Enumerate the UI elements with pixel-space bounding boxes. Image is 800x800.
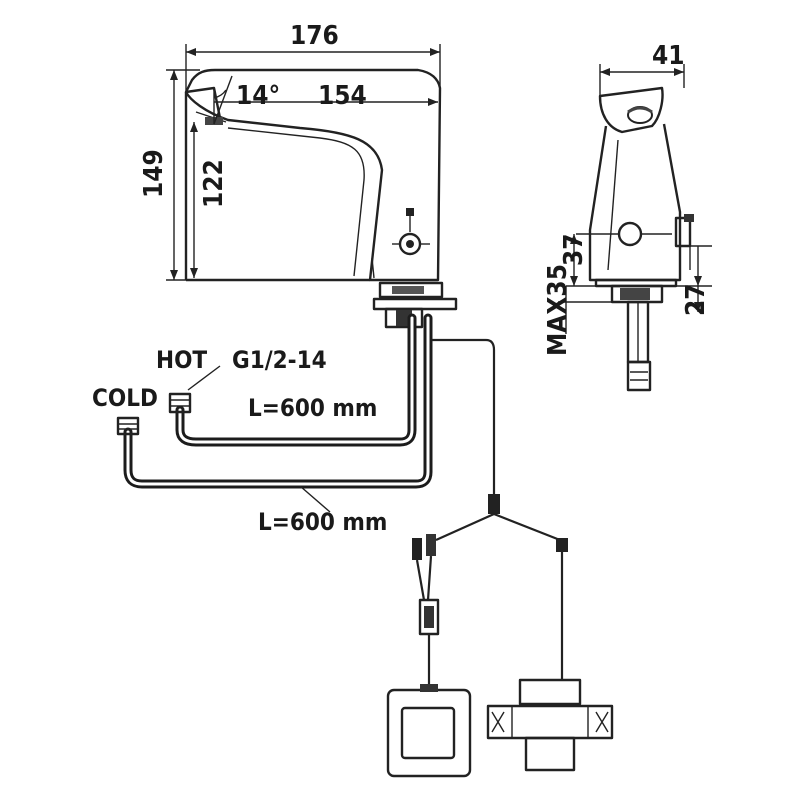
hot-hose [175,313,417,447]
control-box-connector [412,534,440,690]
dim-side-width: 41 [652,41,685,71]
label-hose-length-top: L=600 mm [248,394,377,422]
label-cold: COLD [92,384,158,412]
dim-width-total: 176 [290,21,339,51]
dim-height-total: 149 [139,149,169,198]
solenoid-valve [486,678,614,772]
sensor-knob [392,208,430,256]
side-dimensions: 41 37 MAX35 27 [543,41,712,356]
sensor-cable [432,338,561,542]
dim-side-27: 27 [681,283,711,316]
label-thread: G1/2-14 [232,346,327,374]
dim-spout-angle: 14° [236,81,280,111]
control-box [386,684,472,778]
dim-side-max35: MAX35 [543,264,573,356]
dim-side-37: 37 [559,233,589,266]
faucet-side-view [576,86,694,392]
dim-spout-length: 154 [318,81,367,111]
label-hose-length-bottom: L=600 mm [258,508,387,536]
valve-connector [556,538,568,680]
mounting-base [372,281,458,329]
label-hot: HOT [156,346,207,374]
front-dimensions: 176 154 14° 149 122 [139,21,441,281]
dim-height-spout: 122 [199,159,229,208]
flexible-hoses [116,313,433,513]
